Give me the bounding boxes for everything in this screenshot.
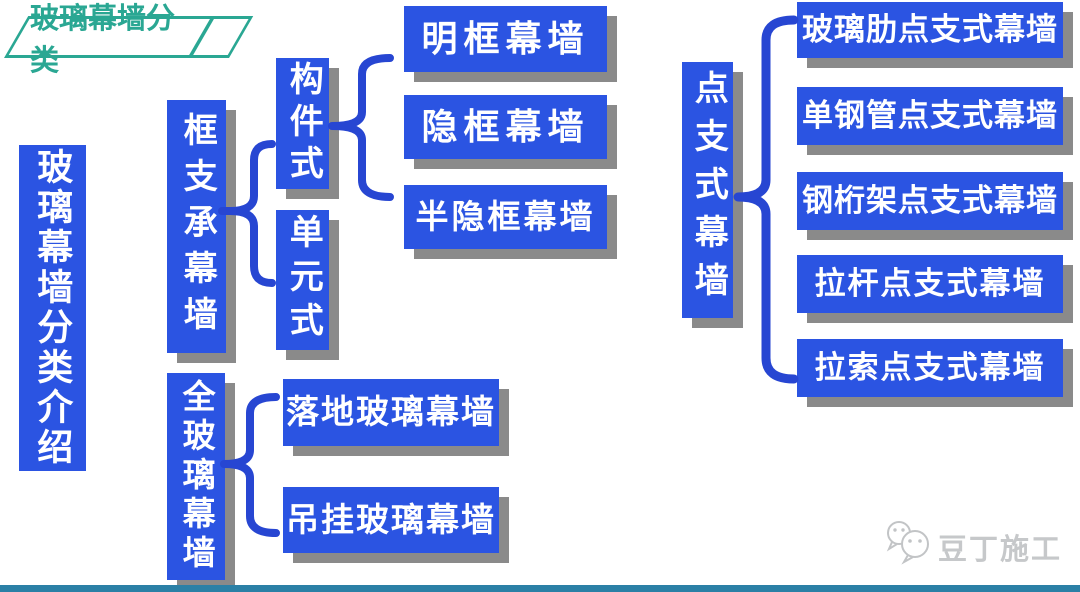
footer-accent-bar: [0, 585, 1080, 592]
node-glass-rib-point-supported: 玻璃肋点支式幕墙: [797, 2, 1063, 58]
banner-title: 玻璃幕墙分类: [30, 3, 176, 77]
brace-frame-supported: [218, 140, 276, 287]
node-tension-rod-point-supported: 拉杆点支式幕墙: [797, 255, 1063, 313]
page-title-vertical: 玻璃幕墙分类介绍: [19, 145, 86, 471]
node-hidden-frame-wall: 隐框幕墙: [404, 95, 607, 159]
watermark-logo: 豆丁施工: [882, 518, 1080, 570]
node-single-steel-pipe-point-supported: 单钢管点支式幕墙: [797, 87, 1063, 145]
chat-bubbles-icon: [886, 521, 929, 565]
node-suspended-glass-wall: 吊挂玻璃幕墙: [283, 487, 499, 553]
brace-component-type: [328, 54, 394, 201]
node-component-type: 构件式: [276, 58, 329, 189]
node-all-glass-wall: 全玻璃幕墙: [167, 373, 225, 580]
node-steel-truss-point-supported: 钢桁架点支式幕墙: [797, 172, 1063, 230]
node-exposed-frame-wall: 明框幕墙: [404, 6, 607, 72]
node-frame-supported-wall: 框支承幕墙: [167, 100, 226, 353]
node-unit-type: 单元式: [276, 210, 329, 350]
node-cable-point-supported: 拉索点支式幕墙: [797, 339, 1063, 397]
node-floor-standing-glass-wall: 落地玻璃幕墙: [283, 379, 499, 446]
brace-point-supported: [733, 15, 799, 384]
watermark-brand-text: 豆丁施工: [938, 534, 1063, 566]
node-point-supported-wall: 点支式幕墙: [682, 62, 733, 318]
brace-all-glass: [220, 393, 280, 537]
node-semi-hidden-frame-wall: 半隐框幕墙: [404, 185, 607, 249]
